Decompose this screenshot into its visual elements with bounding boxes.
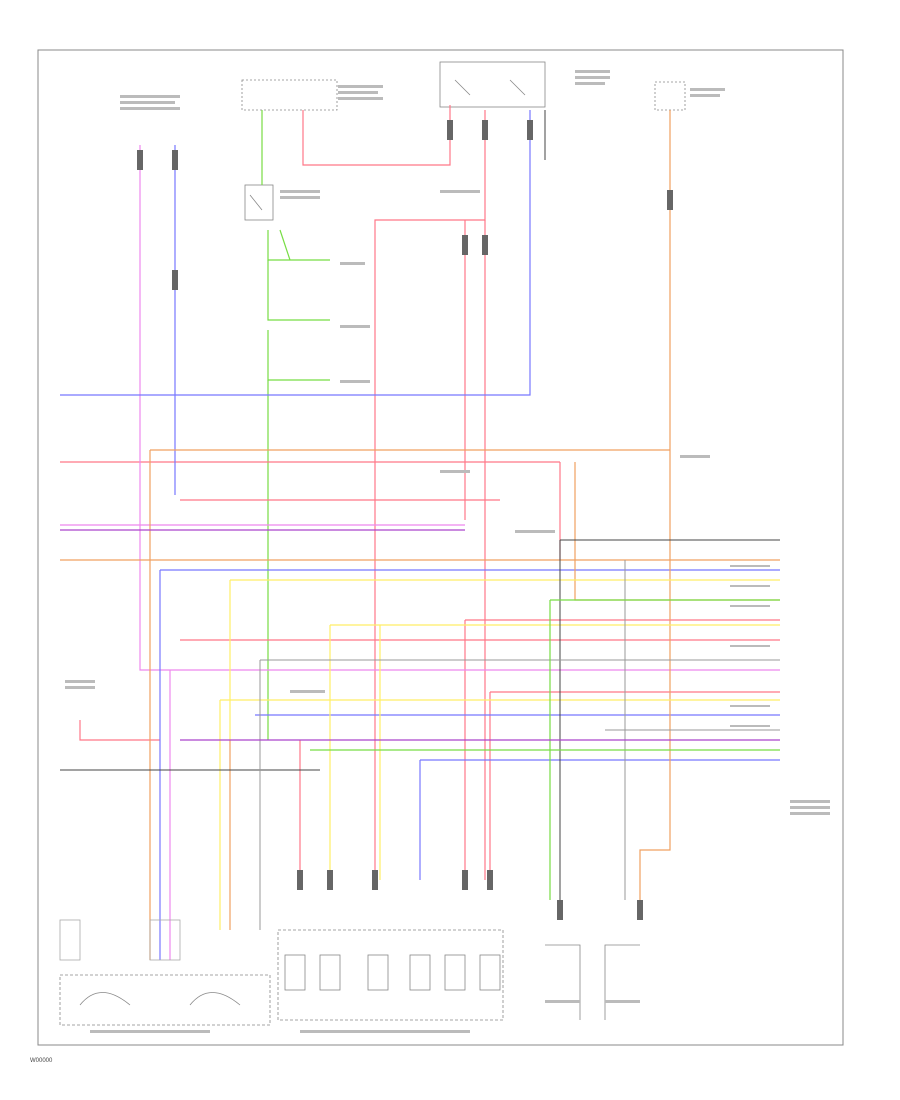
teal-wire-group [310,599,780,900]
pink-wire-group [60,145,780,960]
gray-wire-group [259,560,780,930]
blue-wire-group [60,110,780,960]
bottom-components [59,919,640,1026]
top-fuse-box [241,61,686,221]
diagram-footer-code: W00000 [30,1058,53,1064]
green-wire-group [261,110,330,740]
label-blocks [65,70,830,1033]
purple-wire-group [60,529,780,741]
connector-pins [137,120,673,920]
diagram-border [37,49,844,1046]
yellow-wire-group [219,579,780,930]
